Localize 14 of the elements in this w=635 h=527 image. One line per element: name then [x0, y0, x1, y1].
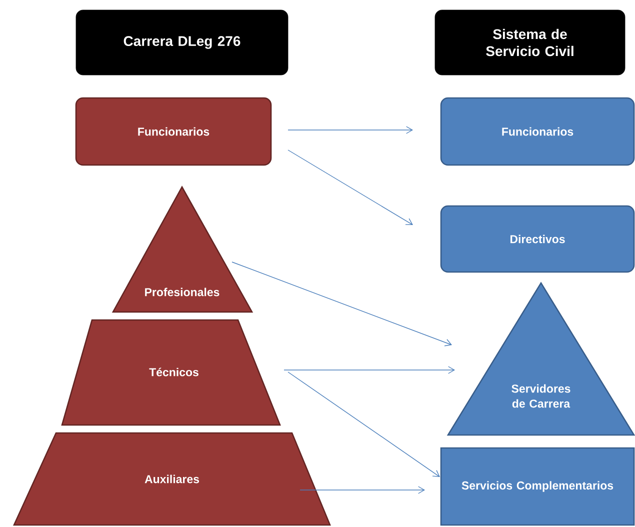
arrow [288, 150, 413, 225]
header-box: Sistema de Servicio Civil [434, 10, 626, 76]
header-box: Carrera DLeg 276 [76, 10, 288, 76]
rounded-box: Funcionarios [440, 97, 635, 166]
arrow [284, 366, 455, 374]
box: Servicios Complementarios [440, 447, 635, 526]
arrow [232, 262, 452, 346]
rounded-box: Funcionarios [75, 97, 272, 166]
arrow [300, 486, 425, 494]
arrow [288, 126, 413, 134]
rounded-box: Directivos [440, 205, 635, 273]
trapezoid: Técnicos [61, 319, 281, 426]
trapezoid: Auxiliares [13, 432, 331, 526]
arrow [288, 372, 440, 477]
